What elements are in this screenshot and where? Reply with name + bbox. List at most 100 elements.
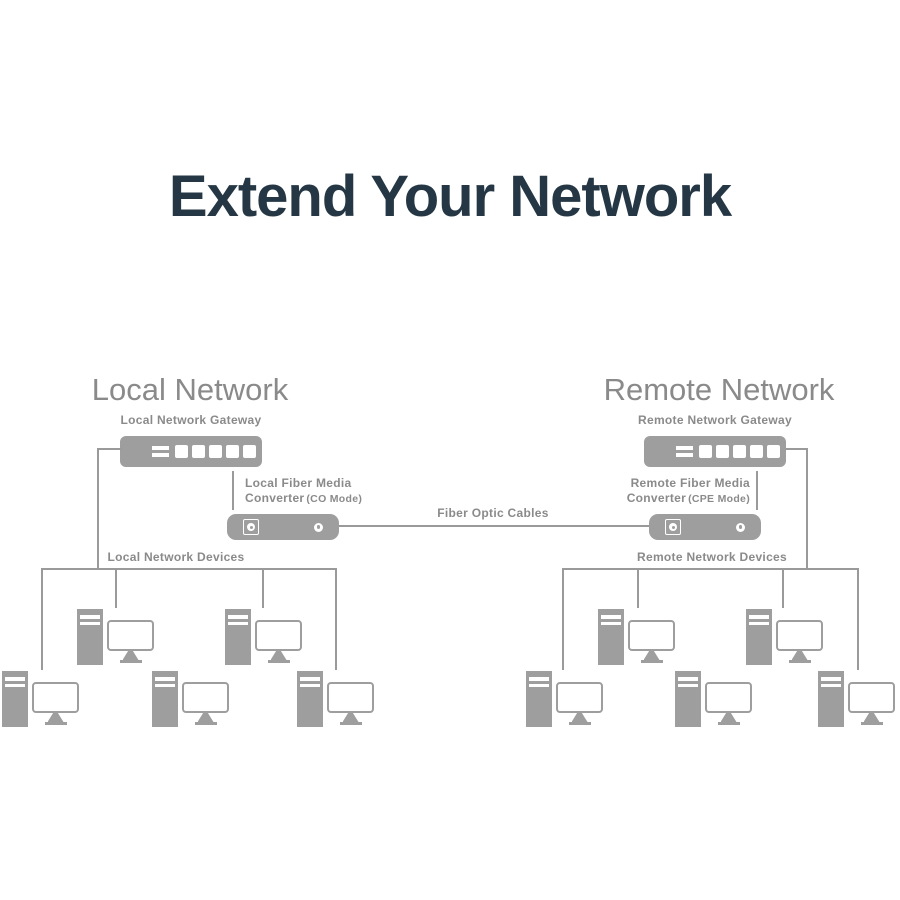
computer-monitor-icon (107, 620, 154, 651)
drive-bay-icon (678, 677, 698, 681)
drive-bay-icon (300, 683, 320, 687)
monitor-stand-base (640, 660, 663, 663)
remote-converter-label: Remote Fiber Media Converter(CPE Mode) (550, 476, 750, 507)
monitor-stand-base (44, 722, 67, 725)
monitor-stand-icon (47, 713, 64, 722)
monitor-stand-base (568, 722, 591, 725)
monitor-stand-base (267, 660, 290, 663)
device-drop-line (562, 568, 564, 670)
monitor-stand-icon (197, 713, 214, 722)
drive-bay-icon (155, 683, 175, 687)
ethernet-port-icon (175, 445, 188, 458)
drive-bay-icon (80, 621, 100, 625)
ethernet-port-icon (226, 445, 239, 458)
computer-tower-icon (297, 671, 323, 727)
led-indicator-icon (152, 453, 169, 457)
power-led-icon (314, 522, 323, 532)
fiber-port-icon (243, 519, 259, 535)
remote-converter-label-line1: Remote Fiber Media (630, 476, 750, 490)
drive-bay-icon (529, 683, 549, 687)
remote-fiber-converter-icon (649, 514, 761, 540)
desktop-computer-icon (225, 609, 303, 666)
computer-monitor-icon (32, 682, 79, 713)
device-drop-line (335, 568, 337, 670)
monitor-stand-icon (720, 713, 737, 722)
device-drop-line (782, 568, 784, 608)
monitor-stand-base (717, 722, 740, 725)
gateway-to-converter-line (232, 471, 234, 510)
ethernet-port-icon (192, 445, 205, 458)
drive-bay-icon (228, 621, 248, 625)
computer-monitor-icon (255, 620, 302, 651)
monitor-stand-icon (643, 651, 660, 660)
ethernet-ports (175, 445, 256, 458)
device-drop-line (857, 568, 859, 670)
drive-bay-icon (300, 677, 320, 681)
fiber-optic-cable-line (339, 525, 649, 527)
desktop-computer-icon (77, 609, 155, 666)
remote-converter-mode: (CPE Mode) (688, 493, 750, 505)
drive-bay-icon (601, 621, 621, 625)
ethernet-port-icon (243, 445, 256, 458)
device-drop-line (115, 568, 117, 608)
devices-bus-line (42, 568, 337, 570)
drive-bay-icon (821, 677, 841, 681)
computer-monitor-icon (182, 682, 229, 713)
drive-bay-icon (601, 615, 621, 619)
device-drop-line (262, 568, 264, 608)
drive-bay-icon (155, 677, 175, 681)
led-indicator-icon (676, 446, 693, 450)
monitor-stand-base (194, 722, 217, 725)
computer-monitor-icon (848, 682, 895, 713)
drive-bay-icon (5, 683, 25, 687)
ethernet-port-icon (209, 445, 222, 458)
drive-bay-icon (821, 683, 841, 687)
ethernet-ports (699, 445, 780, 458)
drive-bay-icon (5, 677, 25, 681)
computer-monitor-icon (628, 620, 675, 651)
monitor-stand-icon (791, 651, 808, 660)
desktop-computer-icon (526, 671, 604, 728)
device-drop-line (637, 568, 639, 608)
remote-devices-label: Remote Network Devices (637, 550, 787, 564)
led-indicator-icon (152, 446, 169, 450)
local-devices-label: Local Network Devices (107, 550, 245, 564)
desktop-computer-icon (675, 671, 753, 728)
devices-bus-line (563, 568, 858, 570)
remote-gateway-switch-icon (644, 436, 786, 467)
ethernet-port-icon (733, 445, 746, 458)
led-indicator-icon (676, 453, 693, 457)
computer-tower-icon (526, 671, 552, 727)
fiber-connector-dot (669, 523, 677, 531)
desktop-computer-icon (598, 609, 676, 666)
monitor-stand-icon (270, 651, 287, 660)
ethernet-port-icon (716, 445, 729, 458)
gateway-to-converter-line (756, 471, 758, 510)
computer-monitor-icon (556, 682, 603, 713)
local-network-heading: Local Network (91, 372, 289, 407)
local-converter-label: Local Fiber Media Converter(CO Mode) (245, 476, 362, 507)
local-gateway-label: Local Network Gateway (120, 413, 262, 427)
drive-bay-icon (678, 683, 698, 687)
fiber-cables-label: Fiber Optic Cables (437, 506, 549, 520)
monitor-stand-icon (342, 713, 359, 722)
computer-tower-icon (746, 609, 772, 665)
remote-network-heading: Remote Network (603, 372, 835, 407)
computer-monitor-icon (705, 682, 752, 713)
desktop-computer-icon (152, 671, 230, 728)
drive-bay-icon (529, 677, 549, 681)
monitor-stand-icon (863, 713, 880, 722)
device-drop-line (41, 568, 43, 670)
computer-tower-icon (818, 671, 844, 727)
drive-bay-icon (749, 621, 769, 625)
desktop-computer-icon (746, 609, 824, 666)
desktop-computer-icon (2, 671, 80, 728)
computer-tower-icon (225, 609, 251, 665)
ethernet-port-icon (750, 445, 763, 458)
ethernet-port-icon (767, 445, 780, 458)
local-converter-label-line1: Local Fiber Media (245, 476, 352, 490)
computer-tower-icon (2, 671, 28, 727)
desktop-computer-icon (818, 671, 896, 728)
monitor-stand-base (788, 660, 811, 663)
